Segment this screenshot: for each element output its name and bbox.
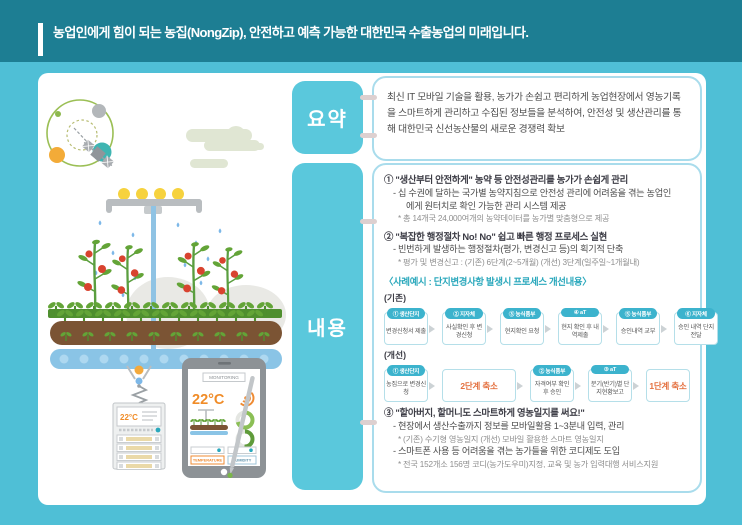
content-item-1: ① "생산부터 안전하게" 농약 등 안전성관리를 농가가 손쉽게 관리 - 십… — [384, 174, 690, 225]
sensor-icon — [126, 365, 152, 404]
cloud-icon — [186, 126, 264, 168]
sprinkler-icon — [106, 188, 202, 354]
item2-title: ② "복잡한 행정절차 No! No" 쉽고 빠른 행정 프로세스 실현 — [384, 230, 607, 242]
stylus-icon — [227, 375, 255, 478]
flow-step-body: 사실확인 후 변경신청 — [446, 324, 482, 340]
flow-new-label: (개선) — [384, 350, 407, 361]
control-panel: 22°C — [112, 402, 166, 470]
flow-step: ② 지자체 사실확인 후 변경신청 — [442, 308, 486, 346]
item2-note: * 평가 및 변경신고 : (기존) 6단계(2~5개월) (개선) 3단계(일… — [398, 258, 640, 268]
item3-title: ③ "할아버지, 할머니도 스마트하게 영농일지를 써요!" — [384, 407, 585, 419]
arrow-right-icon — [633, 381, 645, 390]
summary-bubble: 최신 IT 모바일 기술을 활용, 농가가 손쉽고 편리하게 농업현장에서 영농… — [372, 76, 702, 161]
smart-farm-illustration: 22°C MONITORING 22°C — [45, 99, 286, 478]
flow-step-head: ③ 농식품부 — [503, 308, 541, 320]
tablet: MONITORING 22°C — [182, 358, 266, 478]
content-bubble: ① "생산부터 안전하게" 농약 등 안전성관리를 농가가 손쉽게 관리 - 십… — [372, 163, 718, 493]
tablet-humidity-button: HUMIDITY — [227, 455, 257, 465]
item3-note: * (기존) 수기형 영농일지 (개선) 모바일 활용한 스마트 영농일지 — [398, 434, 604, 444]
flow-step-body: 농집으로 변경신청 — [386, 381, 426, 397]
case-example-heading: 〈사례예시 : 단지변경사항 발생시 프로세스 개선내용〉 — [384, 276, 592, 288]
summary-label: 요약 — [292, 81, 363, 154]
flow-step-head: ② 농식품부 — [533, 365, 571, 377]
connector-dash — [360, 219, 377, 224]
flow-step-body: 분기(반기)별 단지현황보고 — [590, 381, 630, 397]
tablet-speaker — [218, 362, 231, 365]
flow-step-head: ⑤ 농식품부 — [619, 308, 657, 320]
flow-step-head: ⑥ 지자체 — [677, 308, 715, 320]
flow-old-label: (기존) — [384, 293, 407, 304]
flow-step-body: 변경신청서 제출 — [386, 328, 426, 336]
flow-step-head: ① 생산단지 — [387, 308, 425, 320]
svg-text:HUMIDITY: HUMIDITY — [233, 458, 252, 463]
item1-line-wrap: 에게 원터치로 확인 가능한 관리 시스템 제공 — [406, 200, 567, 211]
flow-step-head: ④ aT — [561, 308, 599, 318]
arrow-right-icon — [487, 324, 499, 333]
content-label: 내용 — [292, 163, 363, 490]
flow-step-body: 승인 내역 단지 전달 — [678, 324, 714, 340]
arrow-right-icon — [661, 324, 673, 333]
summary-text: 최신 IT 모바일 기술을 활용, 농가가 손쉽고 편리하게 농업현장에서 영농… — [387, 92, 682, 135]
soil-bed — [50, 321, 282, 345]
svg-text:TEMPERATURE: TEMPERATURE — [193, 458, 223, 463]
item3-line: - 스마트폰 사용 등 어려움을 겪는 농가들을 위한 코디제도 도입 — [393, 445, 620, 456]
flow-reduction-box: 2단계 축소 — [442, 369, 516, 403]
flow-step: ② 농식품부 자격여부 확인 후 승인 — [530, 365, 574, 403]
page-title: 농업인에게 힘이 되는 농집(NongZip), 안전하고 예측 가능한 대한민… — [53, 24, 529, 40]
arrow-right-icon — [429, 381, 441, 390]
tablet-mini-farm — [189, 409, 228, 435]
item1-note: * 총 14개국 24,000여개의 농약데이터를 농가별 맞춤형으로 제공 — [398, 214, 610, 224]
tablet-temperature-button: TEMPERATURE — [190, 455, 225, 465]
arrow-right-icon — [429, 324, 441, 333]
flow-step: ③ aT 분기(반기)별 단지현황보고 — [588, 365, 632, 403]
flow-step: ① 생산단지 변경신청서 제출 — [384, 308, 428, 346]
item1-title: ① "생산부터 안전하게" 농약 등 안전성관리를 농가가 손쉽게 관리 — [384, 174, 628, 185]
flow-step-head: ② 지자체 — [445, 308, 483, 320]
flow-old-row: ① 생산단지 변경신청서 제출 ② 지자체 사실확인 후 변경신청 ③ 농식품부… — [384, 308, 718, 346]
flow-step: ④ aT 현지 확인 후 내역제출 — [558, 308, 602, 346]
flow-step: ① 생산단지 농집으로 변경신청 — [384, 365, 428, 403]
item3-line: - 현장에서 생산수출까지 정보를 모바일활용 1~3분내 입력, 관리 — [393, 420, 625, 431]
tablet-temperature-value: 22°C — [192, 392, 225, 408]
panel-temperature-value: 22°C — [120, 413, 138, 422]
flow-step-body: 자격여부 확인 후 승인 — [534, 381, 570, 397]
flow-step-body: 승인내역 교부 — [620, 328, 656, 336]
item1-line: - 십 수권에 달하는 국가별 농약지침으로 안전성 관리에 어려움을 겪는 농… — [393, 187, 672, 198]
arrow-right-icon — [517, 381, 529, 390]
item3-note: * 전국 152개소 156명 코디(농가도우미)지정, 교육 및 농가 입력대… — [398, 459, 659, 469]
flow-step-body: 현지 확인 후 내역제출 — [561, 324, 599, 340]
tablet-monitoring-label: MONITORING — [209, 375, 239, 380]
flow-step: ⑥ 지자체 승인 내역 단지 전달 — [674, 308, 718, 346]
connector-dash — [360, 133, 377, 138]
flow-step: ⑤ 농식품부 승인내역 교부 — [616, 308, 660, 346]
seedling-rows — [45, 299, 282, 325]
content-item-2: ② "복잡한 행정절차 No! No" 쉽고 빠른 행정 프로세스 실현 - 빈… — [384, 231, 690, 269]
flow-new-row: ① 생산단지 농집으로 변경신청 2단계 축소 ② 농식품부 자격여부 확인 후… — [384, 365, 690, 403]
flow-step-body: 현지확인 요청 — [504, 328, 540, 336]
satellite-icon — [82, 139, 114, 169]
arrow-right-icon — [575, 381, 587, 390]
tablet-home-button — [220, 468, 228, 476]
header-accent-bar — [38, 23, 43, 56]
content-item-3: ③ "할아버지, 할머니도 스마트하게 영농일지를 써요!" - 현장에서 생산… — [384, 407, 690, 470]
flow-step: ③ 농식품부 현지확인 요청 — [500, 308, 544, 346]
connector-dash — [360, 95, 377, 100]
satellite-orbit-icon — [46, 99, 114, 169]
item2-line: - 빈번하게 발생하는 행정절차(평가, 변경신고 등)의 획기적 단축 — [393, 244, 624, 255]
arrow-right-icon — [603, 324, 615, 333]
connector-dash — [360, 420, 377, 425]
header-banner: 농업인에게 힘이 되는 농집(NongZip), 안전하고 예측 가능한 대한민… — [0, 0, 742, 62]
arrow-right-icon — [545, 324, 557, 333]
flow-reduction-box: 1단계 축소 — [646, 369, 690, 403]
tablet-toggle-rows — [190, 446, 257, 454]
flow-step-head: ① 생산단지 — [387, 365, 425, 377]
flow-step-head: ③ aT — [591, 365, 629, 375]
